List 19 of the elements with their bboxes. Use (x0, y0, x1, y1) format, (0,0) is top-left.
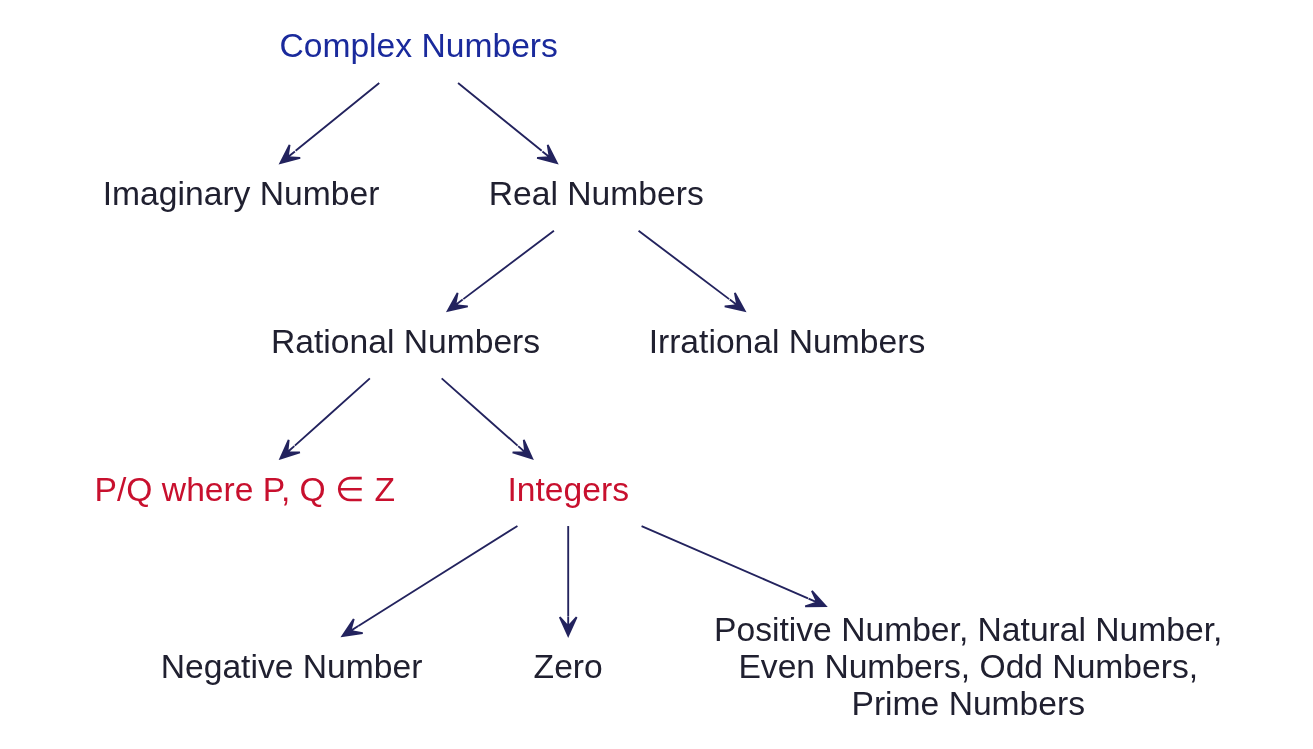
arrow (440, 377, 533, 460)
arrow (446, 229, 555, 312)
arrow (558, 525, 578, 637)
node-text: Irrational Numbers (648, 322, 925, 360)
node-text: Real Numbers (488, 175, 704, 213)
arrow (637, 229, 746, 312)
node-text: Positive Number, Natural Number, Even Numbers, Odd Numbers, Prime Numbers (713, 610, 1222, 723)
node-text: Integers (506, 470, 629, 508)
arrow (640, 525, 827, 608)
node-text: Imaginary Number (102, 175, 379, 213)
arrow (278, 377, 371, 460)
node-text: Rational Numbers (270, 322, 540, 360)
arrow (340, 525, 518, 637)
node-text: Complex Numbers (278, 27, 558, 65)
arrow (456, 82, 558, 165)
node-text: P/Q where P, Q ∈ Z (94, 470, 395, 508)
arrow (278, 82, 380, 165)
node-text: Negative Number (160, 648, 422, 686)
node-text: Zero (533, 648, 603, 686)
